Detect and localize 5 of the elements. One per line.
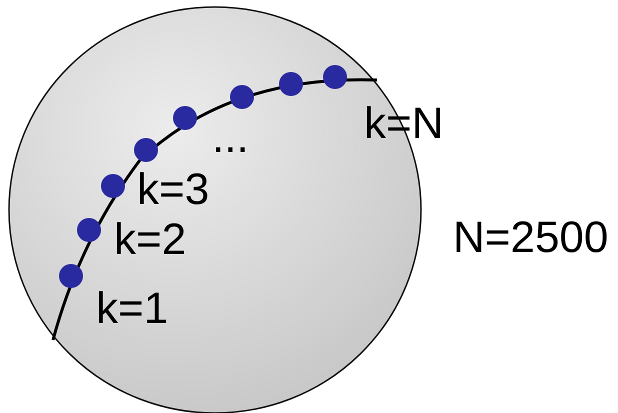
index-label: k=1: [96, 287, 168, 331]
ellipsis-label: ...: [212, 116, 249, 160]
count-label: N=2500: [453, 216, 608, 260]
index-label: k=2: [114, 218, 186, 262]
index-label: k=3: [137, 168, 210, 212]
